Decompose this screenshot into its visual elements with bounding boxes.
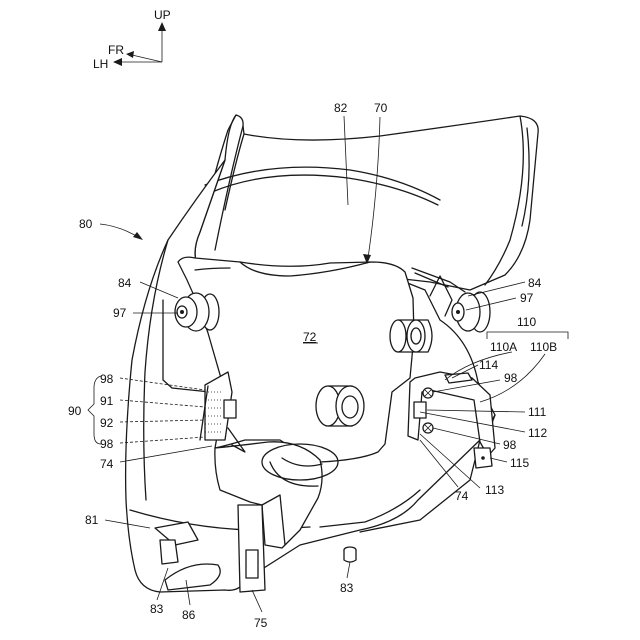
- label-84-left: 84: [118, 276, 132, 290]
- label-110B: 110B: [530, 340, 557, 354]
- label-114: 114: [479, 358, 498, 372]
- label-72: 72: [303, 330, 317, 344]
- label-83-right: 83: [340, 581, 354, 595]
- label-92: 92: [100, 416, 114, 430]
- front-label: FR: [108, 43, 124, 57]
- label-98-left-top: 98: [100, 372, 114, 386]
- orientation-indicator: UP FR LH: [93, 8, 171, 71]
- left-arrow-icon: [113, 58, 122, 66]
- front-arrow-icon: [126, 51, 134, 58]
- label-74-right: 74: [455, 489, 469, 503]
- right-boss: [390, 320, 432, 352]
- label-115: 115: [510, 456, 529, 470]
- label-70: 70: [374, 101, 388, 115]
- label-91: 91: [100, 394, 114, 408]
- label-82: 82: [334, 101, 348, 115]
- label-80: 80: [79, 217, 93, 231]
- label-98-left-bottom: 98: [100, 437, 114, 451]
- up-label: UP: [154, 8, 171, 22]
- label-74-left: 74: [100, 457, 114, 471]
- center-boss: [316, 386, 364, 426]
- label-97-left: 97: [113, 306, 127, 320]
- label-113: 113: [485, 483, 504, 497]
- label-98-right-bottom: 98: [503, 438, 517, 452]
- label-75: 75: [254, 616, 268, 630]
- label-110: 110: [517, 315, 536, 329]
- label-111: 111: [528, 405, 547, 419]
- left-mount: [175, 293, 219, 331]
- label-84-right: 84: [528, 276, 542, 290]
- label-86: 86: [182, 608, 196, 622]
- label-90: 90: [68, 404, 82, 418]
- label-81: 81: [85, 513, 99, 527]
- up-arrow-icon: [158, 22, 166, 31]
- label-110A: 110A: [490, 340, 517, 354]
- left-label: LH: [93, 57, 108, 71]
- label-112: 112: [528, 426, 547, 440]
- label-83-left: 83: [150, 602, 164, 616]
- label-98-right-top: 98: [504, 371, 518, 385]
- label-97-right: 97: [520, 291, 534, 305]
